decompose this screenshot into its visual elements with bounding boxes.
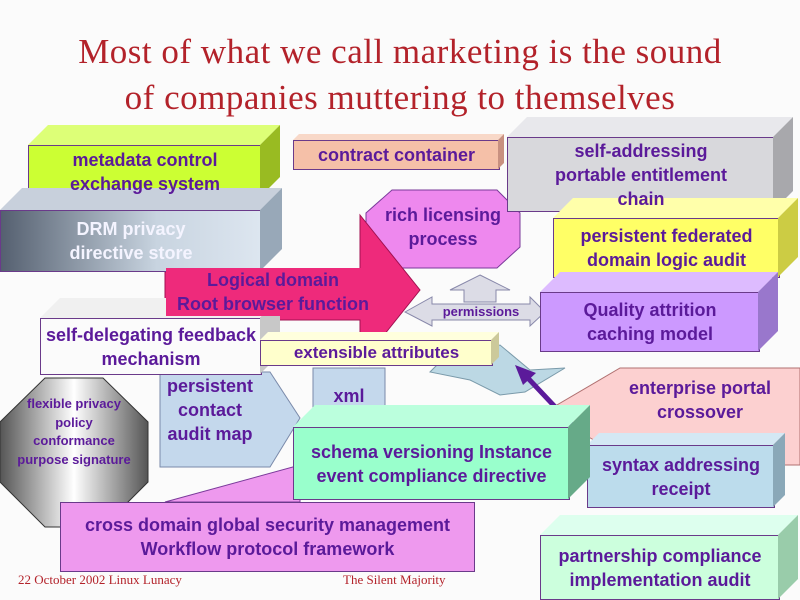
metadata-control-label: metadata control exchange system — [69, 149, 221, 194]
syntax-addressing-label: syntax addressing receipt — [601, 454, 761, 499]
self-addressing-label: self-addressing portable entitlement cha… — [554, 140, 728, 209]
self-delegating-box: self-delegating feedback mechanism — [40, 318, 262, 375]
purple-arrow-head — [515, 365, 536, 385]
rich-licensing-label: rich licensing process — [384, 205, 502, 249]
partnership-compliance-box: partnership compliance implementation au… — [540, 535, 780, 600]
contract-container-box: contract container — [293, 140, 500, 170]
cross-domain-callout — [164, 464, 301, 503]
permissions-up-arrow — [449, 274, 511, 303]
enterprise-portal-label: enterprise portal crossover — [628, 378, 772, 422]
contract-container-label: contract container — [317, 145, 476, 165]
contact-audit-label: persistent contact audit map — [166, 376, 254, 444]
schema-versioning-box: schema versioning Instance event complia… — [293, 427, 570, 500]
privacy-octagon-label: flexible privacy policy conformance purp… — [17, 396, 131, 467]
logical-domain-line1: Logical domain — [206, 270, 339, 290]
metadata-control-box: metadata control exchange system — [28, 145, 262, 198]
drm-label: DRM privacy directive store — [69, 219, 193, 263]
xml-label: xml — [333, 386, 365, 406]
schema-versioning-label: schema versioning Instance event complia… — [310, 441, 553, 486]
extensible-attributes-box: extensible attributes — [260, 340, 493, 366]
logical-domain-label: Logical domain Root browser function — [166, 268, 380, 316]
cross-domain-box: cross domain global security management … — [60, 502, 475, 572]
title-line-1: Most of what we call marketing is the so… — [78, 32, 722, 71]
cross-domain-label: cross domain global security management … — [84, 515, 451, 559]
federated-audit-box: persistent federated domain logic audit — [553, 218, 780, 278]
syntax-addressing-box: syntax addressing receipt — [587, 445, 775, 508]
title-line-2: of companies muttering to themselves — [124, 78, 676, 117]
quality-attrition-label: Quality attrition caching model — [583, 300, 717, 344]
footer-date: 22 October 2002 Linux Lunacy — [18, 572, 182, 587]
federated-audit-label: persistent federated domain logic audit — [580, 226, 753, 270]
self-delegating-label: self-delegating feedback mechanism — [45, 324, 257, 369]
partnership-compliance-label: partnership compliance implementation au… — [558, 545, 762, 590]
self-addressing-box: self-addressing portable entitlement cha… — [507, 137, 775, 212]
footer-center: The Silent Majority — [343, 572, 446, 587]
logical-domain-line2: Root browser function — [177, 294, 369, 314]
drm-box: DRM privacy directive store — [0, 210, 262, 272]
quality-attrition-box: Quality attrition caching model — [540, 292, 760, 352]
extensible-attributes-label: extensible attributes — [293, 343, 460, 362]
permissions-label: permissions — [442, 304, 520, 319]
